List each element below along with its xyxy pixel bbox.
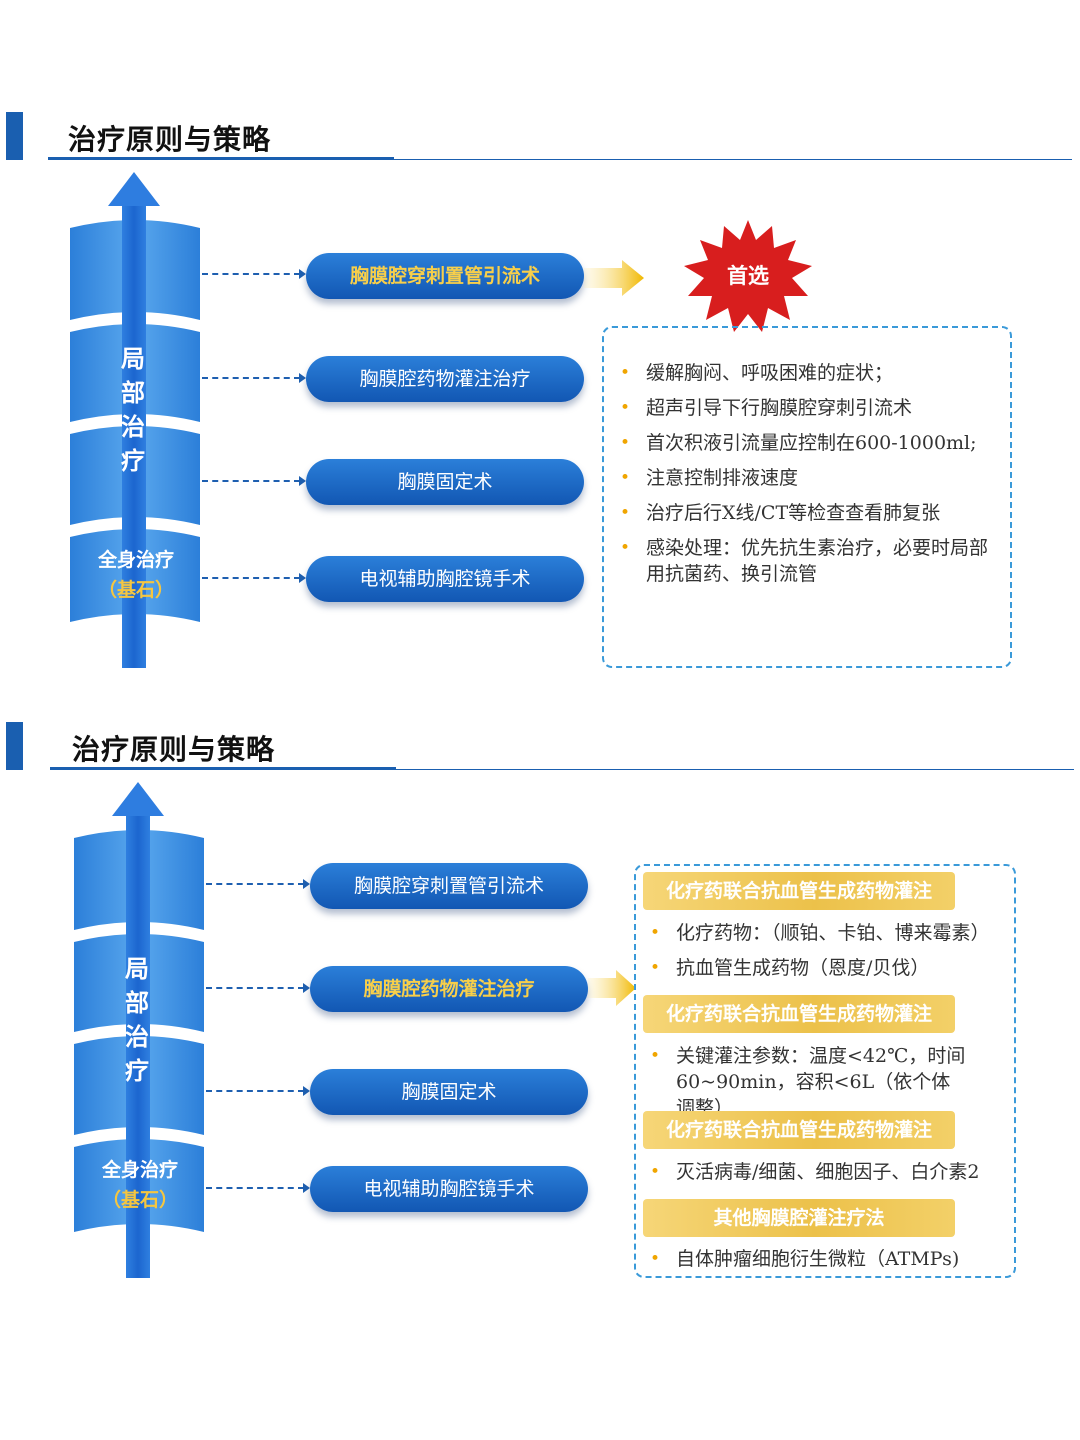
connector-line bbox=[202, 480, 300, 482]
list-item: 注意控制排液速度 bbox=[610, 465, 1000, 491]
treatment-pill-vats[interactable]: 电视辅助胸腔镜手术 bbox=[306, 556, 584, 602]
systemic-treatment-sublabel: （基石） bbox=[82, 575, 190, 602]
list-item: 灭活病毒/细菌、细胞因子、白介素2 bbox=[640, 1159, 1010, 1185]
connector-line bbox=[202, 273, 300, 275]
connector-line bbox=[206, 987, 304, 989]
details-list: 缓解胸闷、呼吸困难的症状； 超声引导下行胸膜腔穿刺引流术 首次积液引流量应控制在… bbox=[610, 360, 1000, 587]
local-treatment-label: 局部 治疗 bbox=[122, 952, 152, 1088]
title-rule bbox=[394, 159, 1072, 160]
treatment-pill-vats[interactable]: 电视辅助胸腔镜手术 bbox=[310, 1166, 588, 1212]
connector-line bbox=[206, 1187, 304, 1189]
arrow-head bbox=[108, 172, 160, 206]
connector-line bbox=[202, 377, 300, 379]
list-item: 抗血管生成药物（恩度/贝伐） bbox=[640, 955, 1010, 981]
list-item: 首次积液引流量应控制在600-1000ml; bbox=[610, 430, 1000, 456]
group-heading: 其他胸膜腔灌注疗法 bbox=[643, 1199, 955, 1237]
list-item: 缓解胸闷、呼吸困难的症状； bbox=[610, 360, 1000, 386]
group-list: 自体肿瘤细胞衍生微粒（ATMPs) bbox=[640, 1246, 1010, 1272]
arrow-head bbox=[112, 782, 164, 816]
treatment-pill-pleurodesis[interactable]: 胸膜固定术 bbox=[310, 1069, 588, 1115]
treatment-pill-infusion[interactable]: 胸膜腔药物灌注治疗 bbox=[310, 966, 588, 1012]
connector-line bbox=[202, 577, 300, 579]
list-item: 治疗后行X线/CT等检查查看肺复张 bbox=[610, 500, 1000, 526]
local-treatment-label: 局部 治疗 bbox=[118, 342, 148, 478]
list-item: 自体肿瘤细胞衍生微粒（ATMPs) bbox=[640, 1246, 1010, 1272]
highlight-arrow-icon bbox=[584, 260, 646, 296]
preferred-badge-label: 首选 bbox=[684, 260, 812, 290]
group-list: 灭活病毒/细菌、细胞因子、白介素2 bbox=[640, 1159, 1010, 1185]
list-item: 化疗药物：（顺铂、卡铂、博来霉素） bbox=[640, 920, 1010, 946]
treatment-pill-infusion[interactable]: 胸膜腔药物灌注治疗 bbox=[306, 356, 584, 402]
title-rule bbox=[396, 769, 1074, 770]
group-heading: 化疗药联合抗血管生成药物灌注 bbox=[643, 995, 955, 1033]
connector-line bbox=[206, 1090, 304, 1092]
section-2: 治疗原则与策略 局部 治疗 全身治疗 （基石） 胸膜腔穿刺置管引流术 胸膜腔药物… bbox=[0, 710, 1080, 1320]
group-heading: 化疗药联合抗血管生成药物灌注 bbox=[643, 872, 955, 910]
systemic-treatment-sublabel: （基石） bbox=[86, 1185, 194, 1212]
group-list: 化疗药物：（顺铂、卡铂、博来霉素） 抗血管生成药物（恩度/贝伐） bbox=[640, 920, 1010, 981]
group-list: 关键灌注参数：温度<42℃，时间60~90min，容积<6L（依个体调整） bbox=[640, 1043, 1000, 1121]
list-item: 超声引导下行胸膜腔穿刺引流术 bbox=[610, 395, 1000, 421]
group-heading: 化疗药联合抗血管生成药物灌注 bbox=[643, 1111, 955, 1149]
connector-line bbox=[206, 883, 304, 885]
highlight-arrow-icon bbox=[588, 970, 638, 1006]
list-item: 感染处理：优先抗生素治疗，必要时局部用抗菌药、换引流管 bbox=[610, 535, 991, 587]
treatment-pill-pleurodesis[interactable]: 胸膜固定术 bbox=[306, 459, 584, 505]
section-1: 治疗原则与策略 局部 治疗 全身治疗 （基石） 胸膜腔穿刺置管引流术 胸膜腔药物… bbox=[0, 100, 1080, 710]
treatment-pill-drainage[interactable]: 胸膜腔穿刺置管引流术 bbox=[306, 253, 584, 299]
list-item: 关键灌注参数：温度<42℃，时间60~90min，容积<6L（依个体调整） bbox=[640, 1043, 966, 1121]
systemic-treatment-label: 全身治疗 bbox=[82, 545, 190, 572]
systemic-treatment-label: 全身治疗 bbox=[86, 1155, 194, 1182]
treatment-pill-drainage[interactable]: 胸膜腔穿刺置管引流术 bbox=[310, 863, 588, 909]
